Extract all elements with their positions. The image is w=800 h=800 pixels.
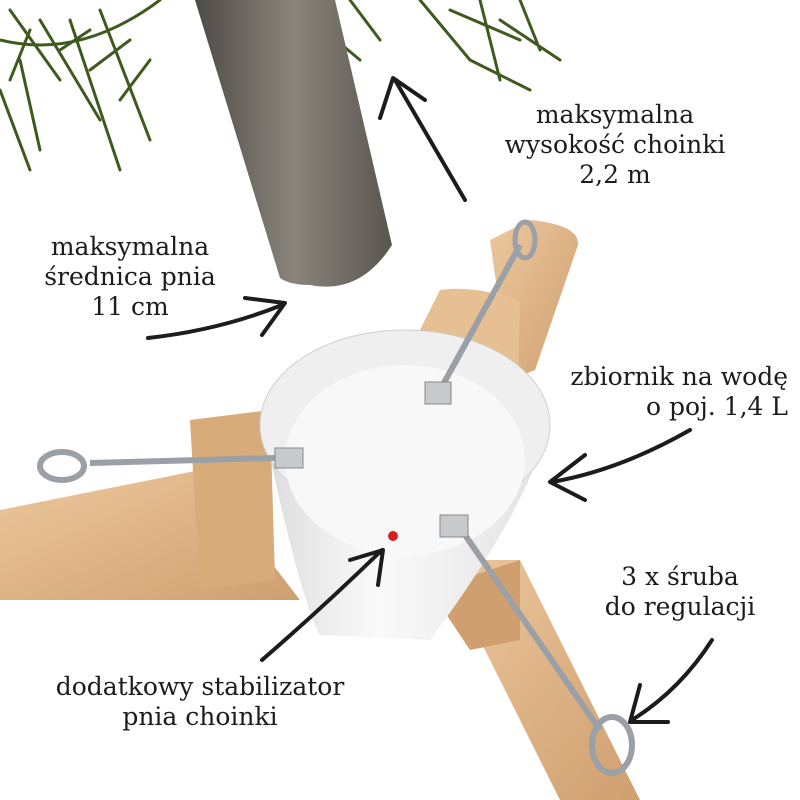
label-line: maksymalna [50, 232, 210, 261]
label-water-tank: zbiornik na wodę o poj. 1,4 L [518, 362, 788, 422]
label-line: wysokość choinki [504, 130, 726, 159]
label-line: 3 x śruba [621, 562, 739, 591]
label-stabilizer: dodatkowy stabilizator pnia choinki [30, 672, 370, 732]
red-stabilizer [388, 531, 398, 541]
label-screws: 3 x śruba do regulacji [590, 562, 770, 622]
label-line: zbiornik na wodę [570, 362, 788, 391]
label-line: do regulacji [604, 592, 756, 621]
adjustment-screws [37, 219, 635, 776]
label-line: 11 cm [91, 292, 169, 321]
tree-trunk [195, 0, 392, 287]
arrow-screws [628, 638, 714, 724]
label-line: o poj. 1,4 L [645, 392, 788, 421]
arrow-height [378, 76, 467, 202]
water-tank-cup [259, 329, 551, 640]
label-line: pnia choinki [122, 702, 278, 731]
label-line: 2,2 m [579, 160, 651, 189]
label-max-diameter: maksymalna średnica pnia 11 cm [20, 232, 240, 322]
label-line: średnica pnia [44, 262, 216, 291]
annotation-arrows [146, 76, 714, 724]
label-line: dodatkowy stabilizator [55, 672, 345, 701]
arrow-tank [548, 428, 692, 502]
arrow-stabilizer [260, 548, 385, 662]
arrow-diameter [146, 296, 287, 340]
label-max-height: maksymalna wysokość choinki 2,2 m [480, 100, 750, 190]
label-line: maksymalna [535, 100, 695, 129]
